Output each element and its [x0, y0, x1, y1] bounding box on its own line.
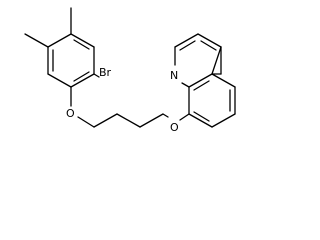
quinoline-pyridine-ring: [174, 33, 222, 88]
butyl-chain: [77, 113, 169, 128]
ether-oxygen-quinoline-label: O: [170, 121, 179, 134]
quinoline-benzo-ring: [188, 73, 236, 128]
bromine-label: Br: [99, 66, 112, 79]
structure-canvas: Br O O: [24, 7, 236, 134]
bromine-bond: [93, 73, 100, 78]
quinoline-nitrogen-label: N: [170, 69, 178, 82]
quinoline-oxygen-bond: [179, 113, 190, 121]
methyl-bond-left: [24, 33, 49, 48]
benzene-ring: [47, 33, 95, 88]
molecule-diagram: Br O O: [24, 7, 236, 134]
ether-oxygen-phenyl-label: O: [66, 107, 75, 120]
